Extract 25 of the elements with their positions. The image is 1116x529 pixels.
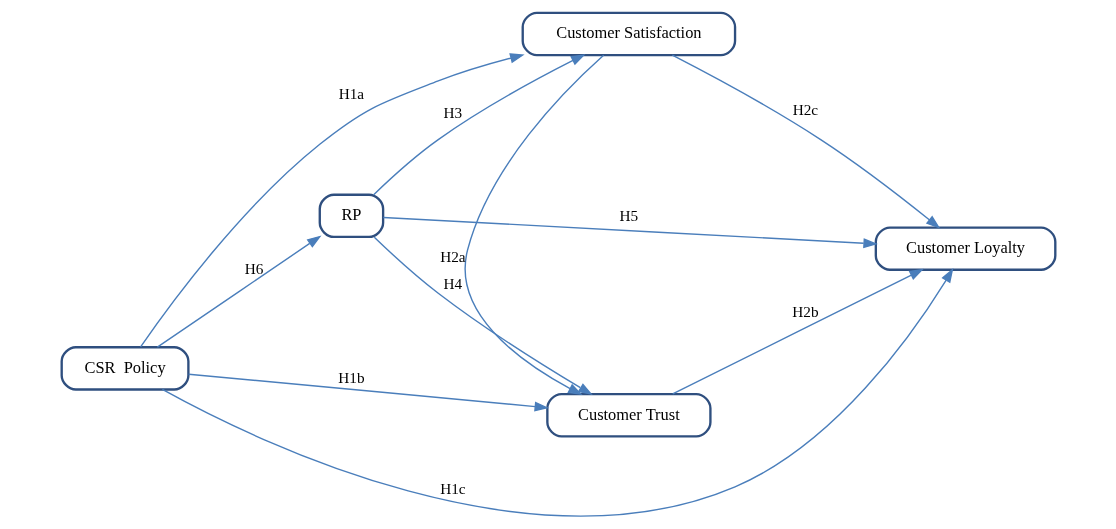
arrow [372,54,585,196]
arrow [671,268,924,395]
edge-label: H2a [439,248,466,266]
arrow [139,53,525,348]
edge-label: H1b [337,368,365,386]
arrow [671,54,940,229]
edge-label: H6 [244,259,263,277]
node-box: Customer Loyalty [874,226,1056,271]
arrow [373,236,593,396]
edge-label: H3 [443,103,462,121]
arrow [187,373,549,412]
arrow [161,268,953,517]
arrow [464,54,604,396]
node-box: Customer Satisfaction [521,11,736,57]
edge-label: H2b [791,303,819,321]
node-box: CSR Policy [60,346,190,391]
node-box: RP [318,193,384,239]
arrow [382,216,878,249]
edge-label: H5 [619,207,638,224]
edge-label: H1a [338,84,364,102]
arrow [156,235,321,348]
node-box: Customer Trust [545,392,712,438]
edge-label: H4 [443,275,462,293]
edge-label: H1c [439,480,466,498]
edge-label: H2c [792,101,818,119]
